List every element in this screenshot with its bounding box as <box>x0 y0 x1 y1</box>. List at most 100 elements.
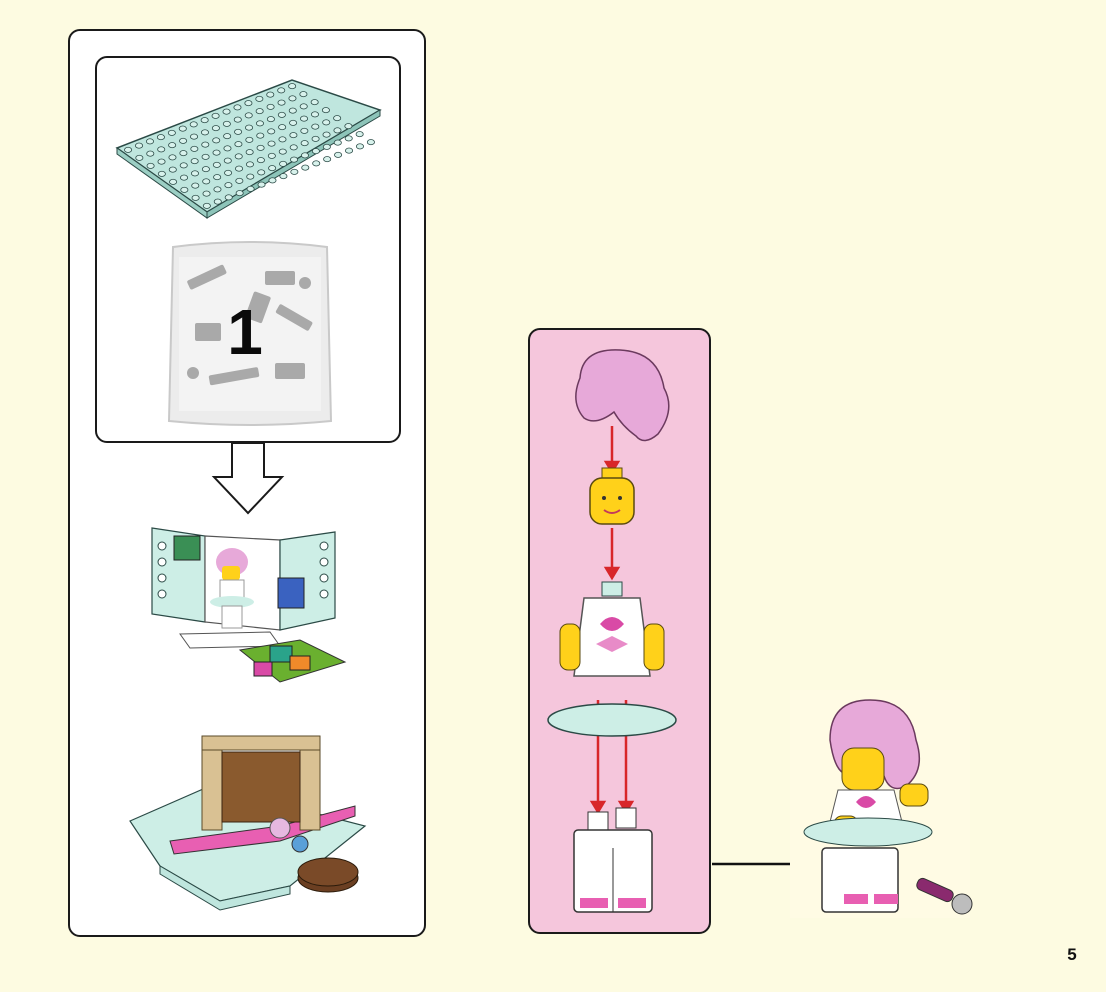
baseplate-stud <box>214 199 221 204</box>
baseplate-stud <box>280 174 287 179</box>
baseplate-stud <box>203 191 210 196</box>
baseplate-stud <box>290 157 297 162</box>
baseplate-stud <box>223 121 230 126</box>
baseplate-stud <box>245 101 252 106</box>
baseplate-stud <box>302 165 309 170</box>
baseplate-stud <box>223 109 230 114</box>
baseplate-stud <box>191 171 198 176</box>
baseplate-stud <box>269 178 276 183</box>
baseplate-stud <box>334 152 341 157</box>
baseplate-stud <box>312 149 319 154</box>
baseplate-stud <box>213 162 220 167</box>
baseplate-stud <box>246 137 253 142</box>
baseplate-stud <box>212 113 219 118</box>
baseplate-stud <box>267 104 274 109</box>
baseplate-stud <box>214 187 221 192</box>
bag-number: 1 <box>225 300 265 364</box>
baseplate-stud <box>247 174 254 179</box>
baseplate-stud <box>289 108 296 113</box>
baseplate-stud <box>203 203 210 208</box>
baseplate-stud <box>246 162 253 167</box>
baseplate-stud <box>301 141 308 146</box>
tutu-icon <box>548 704 676 736</box>
baseplate-stud <box>212 126 219 131</box>
baseplate-stud <box>356 144 363 149</box>
baseplate-stud <box>201 118 208 123</box>
baseplate-stud <box>169 155 176 160</box>
baseplate-stud <box>234 117 241 122</box>
baseplate-stud <box>322 108 329 113</box>
baseplate-stud <box>256 109 263 114</box>
baseplate-stud <box>356 132 363 137</box>
baseplate-stud <box>224 134 231 139</box>
baseplate-stud <box>201 130 208 135</box>
legs-icon <box>574 808 652 912</box>
baseplate-stud <box>245 125 252 130</box>
baseplate-stud <box>180 151 187 156</box>
baseplate-stud <box>345 136 352 141</box>
baseplate-stud <box>181 187 188 192</box>
baseplate-stud <box>236 191 243 196</box>
baseplate-stud <box>224 170 231 175</box>
baseplate-stud <box>301 153 308 158</box>
baseplate-stud <box>180 163 187 168</box>
stage-model-image <box>130 716 370 916</box>
baseplate-stud <box>179 138 186 143</box>
hair-piece-icon <box>576 350 669 441</box>
baseplate-stud <box>214 175 221 180</box>
baseplate-stud <box>290 133 297 138</box>
baseplate-stud <box>323 132 330 137</box>
baseplate-stud <box>235 142 242 147</box>
baseplate-stud <box>191 146 198 151</box>
baseplate-stud <box>269 166 276 171</box>
baseplate-stud <box>256 96 263 101</box>
baseplate-stud <box>135 143 142 148</box>
baseplate-stud <box>268 153 275 158</box>
baseplate-stud <box>124 147 131 152</box>
dressing-room-model-image <box>150 522 355 694</box>
baseplate-stud <box>334 116 341 121</box>
baseplate-stud <box>224 158 231 163</box>
down-arrow-icon <box>212 443 284 515</box>
baseplate-stud <box>311 100 318 105</box>
baseplate-stud <box>224 146 231 151</box>
assembled-minifigure-image <box>790 690 990 920</box>
baseplate-stud <box>334 128 341 133</box>
baseplate-stud <box>289 96 296 101</box>
torso-icon <box>560 582 664 676</box>
baseplate-stud <box>169 179 176 184</box>
baseplate-stud <box>157 135 164 140</box>
baseplate-stud <box>179 126 186 131</box>
baseplate-stud <box>225 183 232 188</box>
baseplate-stud <box>300 92 307 97</box>
baseplate-stud <box>235 166 242 171</box>
baseplate-stud <box>169 167 176 172</box>
baseplate-stud <box>234 105 241 110</box>
baseplate-stud <box>203 179 210 184</box>
baseplate-stud <box>213 150 220 155</box>
baseplate-stud <box>291 169 298 174</box>
baseplate-stud <box>202 167 209 172</box>
baseplate-stud <box>158 171 165 176</box>
baseplate-stud <box>289 84 296 89</box>
baseplate-stud <box>313 161 320 166</box>
baseplate-stud <box>267 117 274 122</box>
baseplate-stud <box>158 147 165 152</box>
baseplate-stud <box>257 158 264 163</box>
baseplate-stud <box>258 170 265 175</box>
baseplate-stud <box>257 145 264 150</box>
baseplate-stud <box>190 134 197 139</box>
baseplate-stud <box>312 124 319 129</box>
baseplate-stud <box>279 125 286 130</box>
baseplate-stud <box>147 163 154 168</box>
baseplate-image <box>112 70 387 220</box>
baseplate-stud <box>268 129 275 134</box>
baseplate-stud <box>323 144 330 149</box>
baseplate-stud <box>192 183 199 188</box>
baseplate-stud <box>247 186 254 191</box>
baseplate-stud <box>345 148 352 153</box>
baseplate-stud <box>225 195 232 200</box>
baseplate-stud <box>202 154 209 159</box>
baseplate-stud <box>257 133 264 138</box>
baseplate-stud <box>147 151 154 156</box>
